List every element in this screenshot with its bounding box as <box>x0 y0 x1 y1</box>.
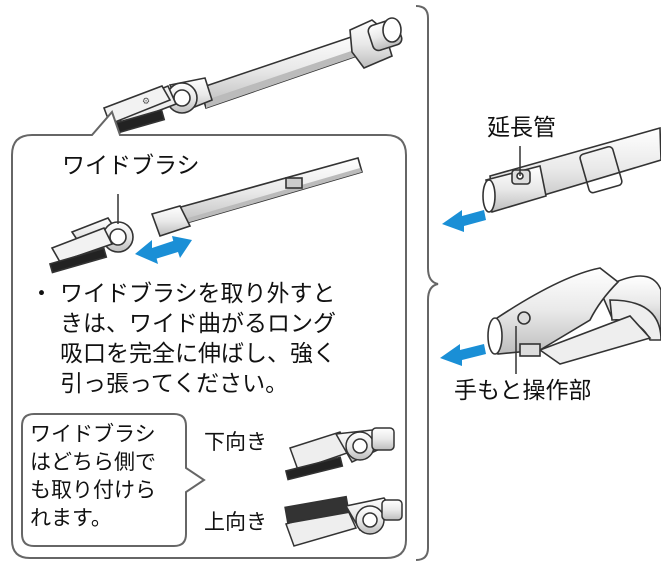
bubble-line-2: はどちら側で <box>30 450 156 474</box>
brush-upward <box>284 495 403 547</box>
hand-control-illustration <box>487 267 661 365</box>
brush-downward <box>284 427 395 481</box>
insert-arrow-bottom <box>440 344 486 366</box>
upward-label: 上向き <box>204 510 267 534</box>
note-line-2: きは、ワイド曲がるロング <box>60 311 336 337</box>
extension-pipe-illustration <box>482 126 661 214</box>
note-line-4: 引っ張ってください。 <box>60 371 289 397</box>
wide-brush-label: ワイドブラシ <box>62 153 200 179</box>
note-line-3: 吸口を完全に伸ばし、強く <box>60 341 336 367</box>
bubble-line-1: ワイドブラシ <box>30 422 156 446</box>
bracket-divider <box>415 5 439 561</box>
note-bullet: ・ <box>30 281 53 307</box>
nozzle-assembly-top: ⚙ <box>102 17 403 138</box>
bubble-line-3: も取り付けら <box>30 478 156 502</box>
nozzle-detached <box>48 157 363 274</box>
hand-control-label: 手もと操作部 <box>454 378 592 404</box>
bubble-text: ワイドブラシ はどちら側で も取り付けら れます。 <box>30 420 156 532</box>
removal-note: ・ ワイドブラシを取り外すと きは、ワイド曲がるロング 吸口を完全に伸ばし、強く… <box>30 279 336 399</box>
insert-arrow-top <box>442 210 486 232</box>
extension-pipe-label: 延長管 <box>487 115 556 141</box>
speech-bubble <box>21 413 206 547</box>
svg-text:⚙: ⚙ <box>142 97 150 107</box>
bubble-line-4: れます。 <box>30 506 112 530</box>
downward-label: 下向き <box>204 430 267 454</box>
note-line-1: ワイドブラシを取り外すと <box>60 281 336 307</box>
detach-arrows <box>135 236 192 264</box>
